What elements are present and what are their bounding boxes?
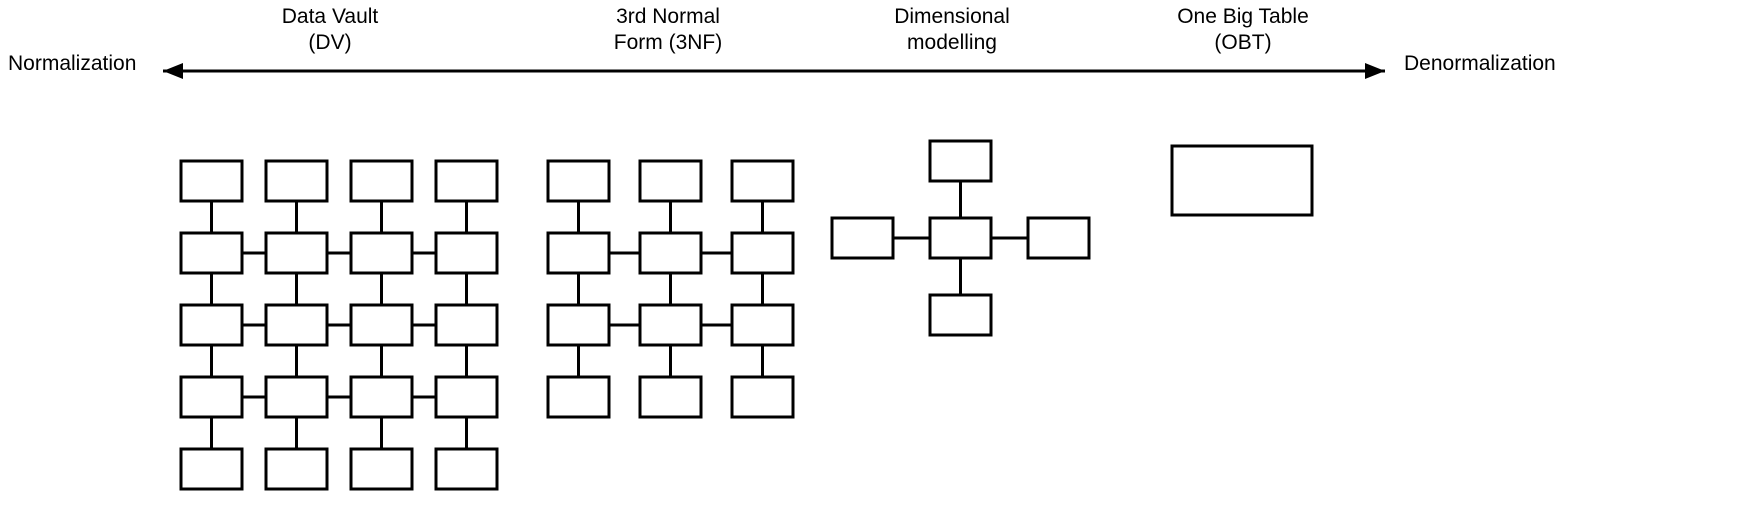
schema-table-box (434, 159, 499, 203)
schema-model-one-big-table (1170, 144, 1314, 217)
schema-table-box (349, 159, 414, 203)
schema-table-box (349, 447, 414, 491)
schema-table-box (546, 303, 611, 347)
schema-table-box (264, 231, 329, 275)
schema-table-box (546, 231, 611, 275)
stage-label-dimensional-modelling: Dimensional modelling (894, 5, 1010, 54)
schema-table-box (638, 231, 703, 275)
schema-model-data-vault (179, 159, 499, 491)
stage-label-third-normal-form: 3rd Normal Form (3NF) (613, 5, 723, 54)
schema-model-third-normal-form (546, 159, 795, 419)
schema-table-box (179, 447, 244, 491)
schema-table-box (638, 375, 703, 419)
axis-arrowhead-right-icon (1365, 63, 1385, 79)
schema-table-box (434, 447, 499, 491)
schema-table-box (179, 159, 244, 203)
schema-dimension-box (1026, 216, 1091, 260)
stage-label-data-vault: Data Vault (DV) (281, 5, 379, 54)
schema-dimension-box (928, 293, 993, 337)
schema-table-box (179, 375, 244, 419)
schema-table-box (264, 447, 329, 491)
schema-table-box (638, 159, 703, 203)
schema-fact-box (928, 216, 993, 260)
schema-table-box (730, 375, 795, 419)
schema-table-box (264, 159, 329, 203)
schema-table-box (638, 303, 703, 347)
schema-table-box (349, 303, 414, 347)
schema-table-box (179, 231, 244, 275)
schema-wide-table-box (1170, 144, 1314, 217)
schema-table-box (730, 159, 795, 203)
schema-table-box (264, 375, 329, 419)
schema-table-box (434, 231, 499, 275)
schema-table-box (546, 159, 611, 203)
axis-label-normalization: Normalization (8, 52, 137, 75)
schema-table-box (179, 303, 244, 347)
schema-model-dimensional-modelling (830, 139, 1091, 337)
schema-table-box (349, 231, 414, 275)
schema-dimension-box (928, 139, 993, 183)
schema-table-box (730, 303, 795, 347)
schema-table-box (264, 303, 329, 347)
schema-table-box (434, 303, 499, 347)
schema-dimension-box (830, 216, 895, 260)
stage-label-one-big-table: One Big Table (OBT) (1177, 5, 1309, 54)
schema-table-box (434, 375, 499, 419)
axis-arrowhead-left-icon (163, 63, 183, 79)
axis-label-denormalization: Denormalization (1404, 52, 1556, 75)
schema-table-box (730, 231, 795, 275)
schema-table-box (349, 375, 414, 419)
schema-table-box (546, 375, 611, 419)
